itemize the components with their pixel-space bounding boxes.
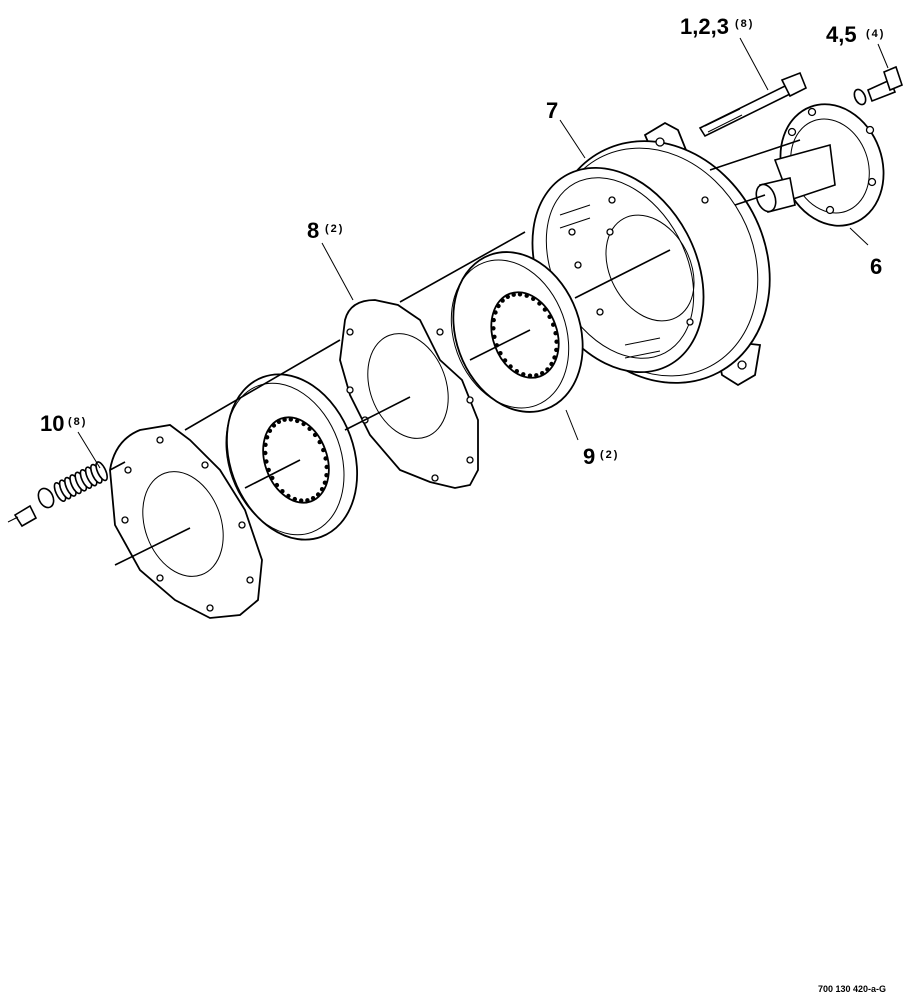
spline-tooth (263, 442, 268, 447)
spline-tooth (524, 293, 529, 298)
spline-tooth (317, 439, 322, 445)
spline-tooth (271, 423, 277, 428)
callout-qty: (2) (600, 449, 619, 461)
callout-label: 8 (307, 218, 319, 243)
figure-id: 700 130 420-a-G (818, 984, 886, 994)
leader-arrows (77, 37, 889, 469)
spline-tooth (498, 351, 503, 356)
bolt-part-1-2-3 (698, 71, 808, 138)
callout-label: 7 (546, 98, 558, 123)
callout-10: 10 (8) (40, 411, 87, 436)
spline-tooth (537, 301, 542, 306)
friction-disc-part-9 (450, 251, 584, 413)
callout-qty: (8) (68, 416, 87, 428)
spline-tooth (534, 373, 539, 378)
spline-tooth (491, 317, 496, 323)
spline-tooth (305, 498, 310, 503)
spline-tooth (545, 367, 550, 372)
spline-tooth (266, 467, 271, 473)
callout-1-2-3: 1,2,3 (8) (680, 14, 754, 39)
callout-label: 1,2,3 (680, 14, 729, 39)
spline-tooth (493, 310, 498, 315)
spline-tooth (527, 373, 533, 378)
spline-tooth (505, 294, 510, 299)
spline-tooth (280, 489, 285, 494)
callout-label: 10 (40, 411, 64, 436)
spline-tooth (270, 475, 275, 481)
spline-tooth (492, 334, 497, 339)
spline-tooth (312, 432, 318, 438)
separator-plate-part-8-front (109, 424, 263, 619)
callout-7: 7 (546, 98, 558, 123)
spline-tooth (511, 292, 516, 297)
alignment-lines (109, 139, 801, 566)
spline-tooth (496, 303, 501, 309)
capscrew-part-4-5 (853, 65, 903, 106)
spline-tooth (263, 450, 268, 456)
spline-tooth (267, 428, 273, 433)
spline-tooth (322, 480, 328, 485)
spline-tooth (299, 498, 304, 503)
spline-tooth (554, 347, 559, 353)
spline-tooth (521, 372, 526, 377)
spline-tooth (307, 426, 312, 431)
spline-tooth (508, 364, 513, 369)
spline-tooth (310, 496, 316, 501)
callout-qty: (2) (325, 223, 344, 235)
spline-tooth (274, 482, 280, 488)
spline-tooth (531, 296, 536, 301)
spline-tooth (502, 358, 508, 363)
callout-label: 9 (583, 444, 595, 469)
spline-tooth (286, 493, 291, 499)
spring-part-10 (7, 461, 108, 528)
spline-tooth (500, 298, 505, 303)
callout-6: 6 (870, 254, 882, 279)
callout-label: 4,5 (826, 22, 857, 47)
spline-tooth (301, 421, 306, 427)
spline-tooth (324, 473, 329, 478)
spline-tooth (292, 496, 297, 502)
callout-qty: (4) (866, 28, 885, 40)
spline-tooth (264, 435, 270, 440)
callout-8: 8 (2) (307, 218, 344, 243)
spline-tooth (324, 464, 329, 470)
spline-tooth (491, 326, 496, 331)
spline-tooth (542, 307, 548, 312)
spline-tooth (321, 447, 326, 453)
spline-tooth (323, 456, 328, 461)
spline-tooth (517, 292, 523, 297)
flanged-shaft-part-6 (755, 103, 885, 227)
callout-label: 6 (870, 254, 882, 279)
spline-tooth (551, 322, 556, 327)
friction-disc-part-9-front (225, 373, 359, 541)
spline-tooth (540, 371, 545, 376)
spline-tooth (514, 369, 519, 374)
spline-tooth (552, 355, 557, 360)
spline-tooth (315, 492, 321, 497)
callout-qty: (8) (735, 18, 754, 30)
callout-4-5: 4,5 (4) (826, 22, 885, 47)
spline-tooth (554, 339, 559, 344)
spline-tooth (282, 417, 287, 422)
spline-tooth (295, 418, 300, 424)
spline-tooth (288, 417, 293, 422)
callout-9: 9 (2) (583, 444, 619, 469)
spline-tooth (553, 331, 558, 336)
separator-plate-part-8 (339, 299, 479, 489)
spline-tooth (547, 314, 552, 319)
spline-tooth (264, 459, 269, 464)
spline-tooth (549, 361, 554, 367)
spline-tooth (276, 419, 282, 424)
spline-tooth (319, 487, 325, 492)
